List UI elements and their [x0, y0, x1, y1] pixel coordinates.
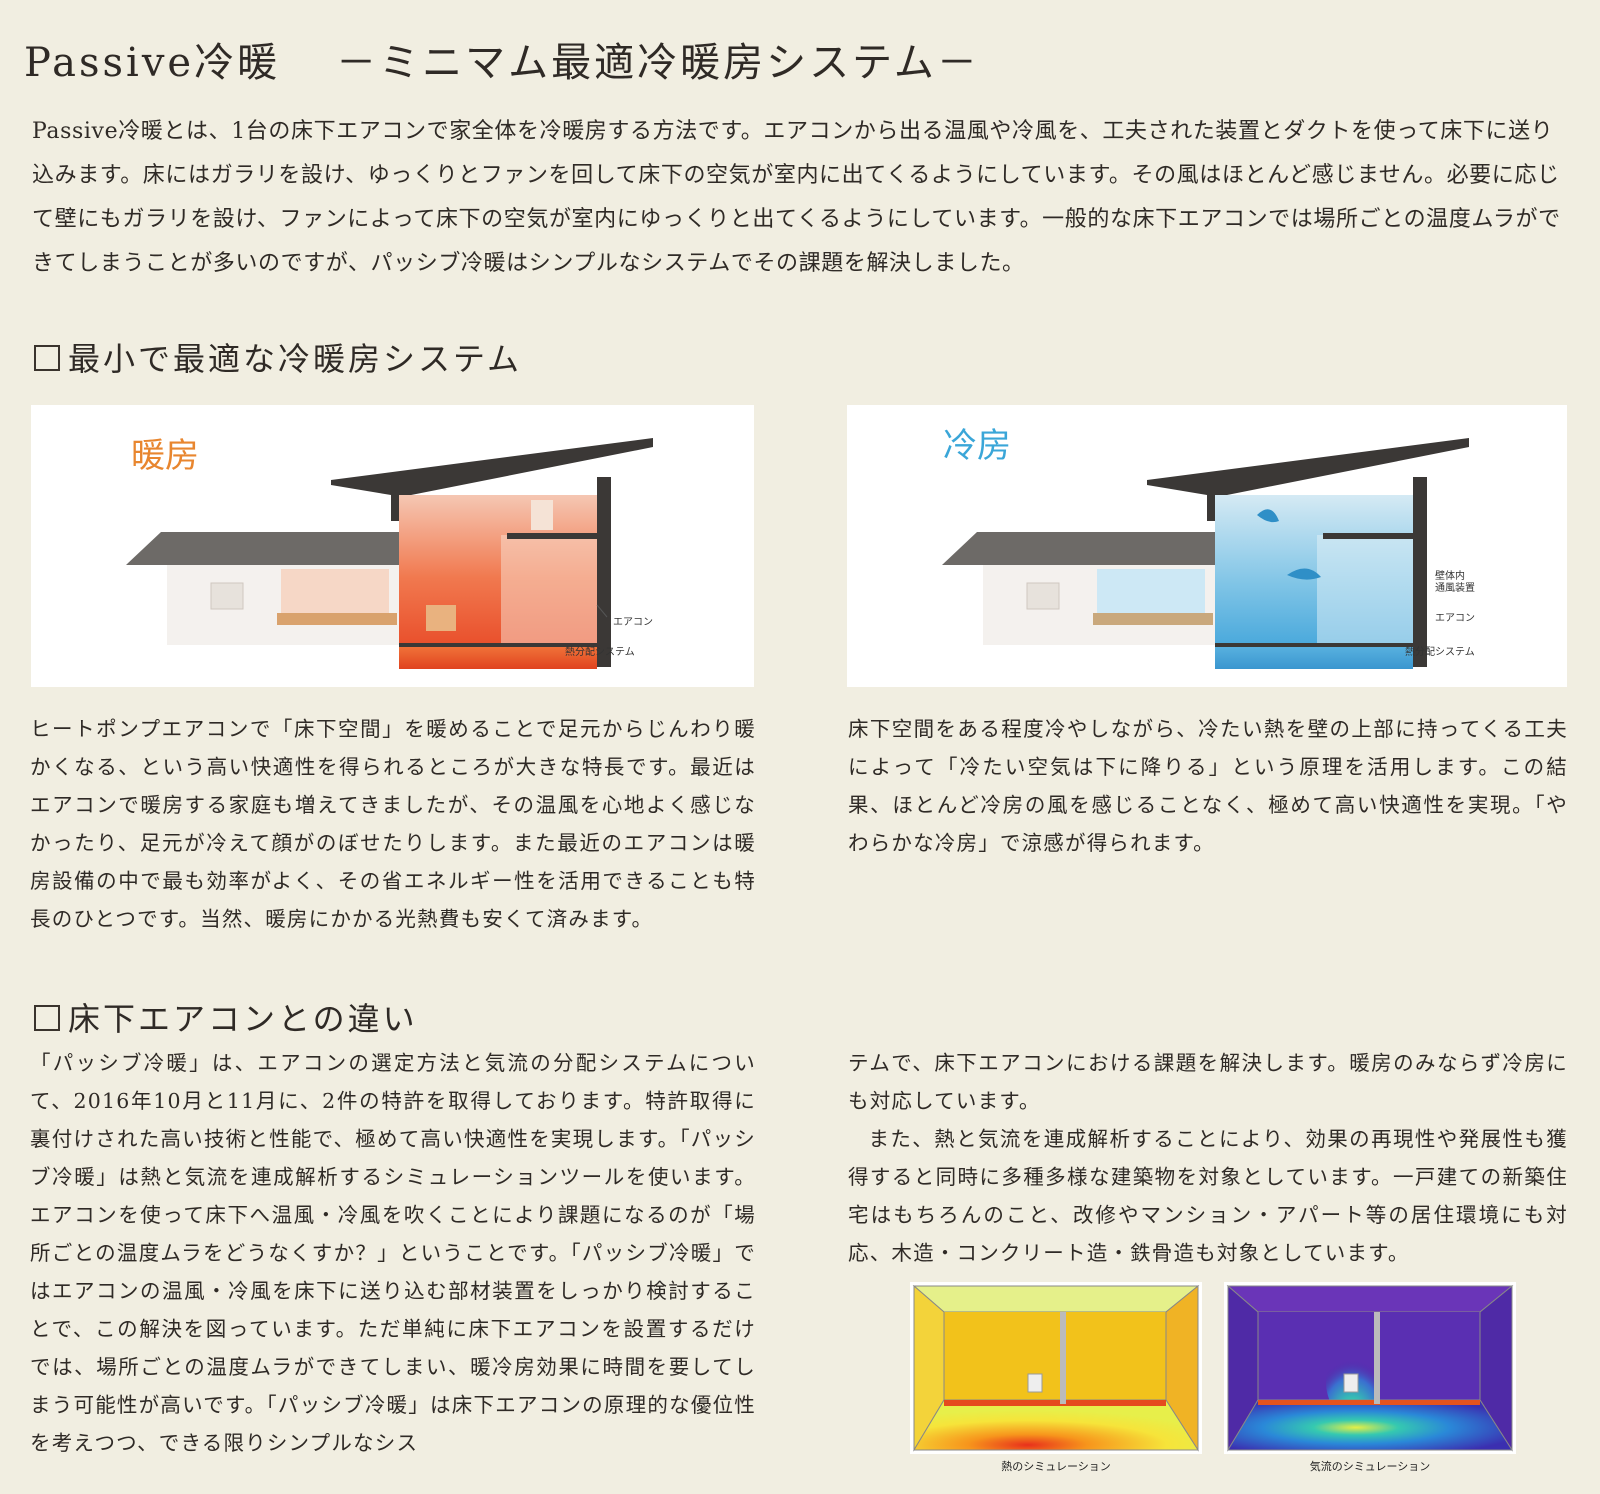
heating-house-diagram: 暖房 エアコン 熱分配システム	[126, 436, 653, 669]
heating-description: ヒートポンプエアコンで「床下空間」を暖めることで足元からじんわり暖かくなる、とい…	[30, 717, 756, 931]
title-main: Passive冷暖	[24, 40, 281, 86]
section1-heading: 最小で最適な冷暖房システム	[34, 334, 522, 380]
heat-simulation-image	[910, 1282, 1202, 1454]
cooling-house-diagram: 冷房 壁体内 通風装置 エアコン 熱分配システム	[942, 426, 1475, 669]
heat-simulation-label: 熱のシミュレーション	[1001, 1460, 1111, 1473]
cooling-wall-device-label-2: 通風装置	[1435, 581, 1475, 594]
cooling-aircon-label: エアコン	[1435, 613, 1475, 624]
section2-left-text: 「パッシブ冷暖」は、エアコンの選定方法と気流の分配システムについて、2016年1…	[30, 1051, 756, 1455]
section2-right-text-2: また、熱と気流を連成解析することにより、効果の再現性や発展性も獲得すると同時に多…	[848, 1127, 1568, 1265]
page-title: Passive冷暖 －ミニマム最適冷暖房システム－	[24, 30, 980, 88]
section2-heading-text: 床下エアコンとの違い	[68, 1000, 418, 1038]
airflow-simulation: 気流のシミュレーション	[1224, 1282, 1516, 1473]
section1-heading-text: 最小で最適な冷暖房システム	[68, 340, 523, 378]
heating-illustration: 暖房 エアコン 熱分配システム	[31, 405, 754, 687]
section2-right-text-1: テムで、床下エアコンにおける課題を解決します。暖房のみならず冷房にも対応していま…	[848, 1051, 1568, 1113]
intro-paragraph: Passive冷暖とは、1台の床下エアコンで家全体を冷暖房する方法です。エアコン…	[32, 119, 1561, 276]
airflow-simulation-image	[1224, 1282, 1516, 1454]
cooling-illustration: 冷房 壁体内 通風装置 エアコン 熱分配システム	[847, 405, 1567, 687]
cooling-label: 冷房	[943, 426, 1011, 466]
heating-label: 暖房	[131, 436, 199, 476]
heat-simulation: 熱のシミュレーション	[910, 1282, 1202, 1473]
heating-system-label: 熱分配システム	[565, 645, 635, 658]
section2-heading: 床下エアコンとの違い	[34, 994, 418, 1040]
cooling-system-label: 熱分配システム	[1405, 645, 1475, 658]
title-subtitle: －ミニマム最適冷暖房システム－	[336, 40, 980, 86]
airflow-simulation-label: 気流のシミュレーション	[1309, 1460, 1431, 1473]
checkbox-square-icon	[34, 345, 60, 371]
checkbox-square-icon	[34, 1005, 60, 1031]
cooling-wall-device-label-1: 壁体内	[1435, 569, 1465, 582]
heating-aircon-label: エアコン	[613, 617, 653, 628]
cooling-description: 床下空間をある程度冷やしながら、冷たい熱を壁の上部に持ってくる工夫によって「冷た…	[848, 717, 1568, 855]
